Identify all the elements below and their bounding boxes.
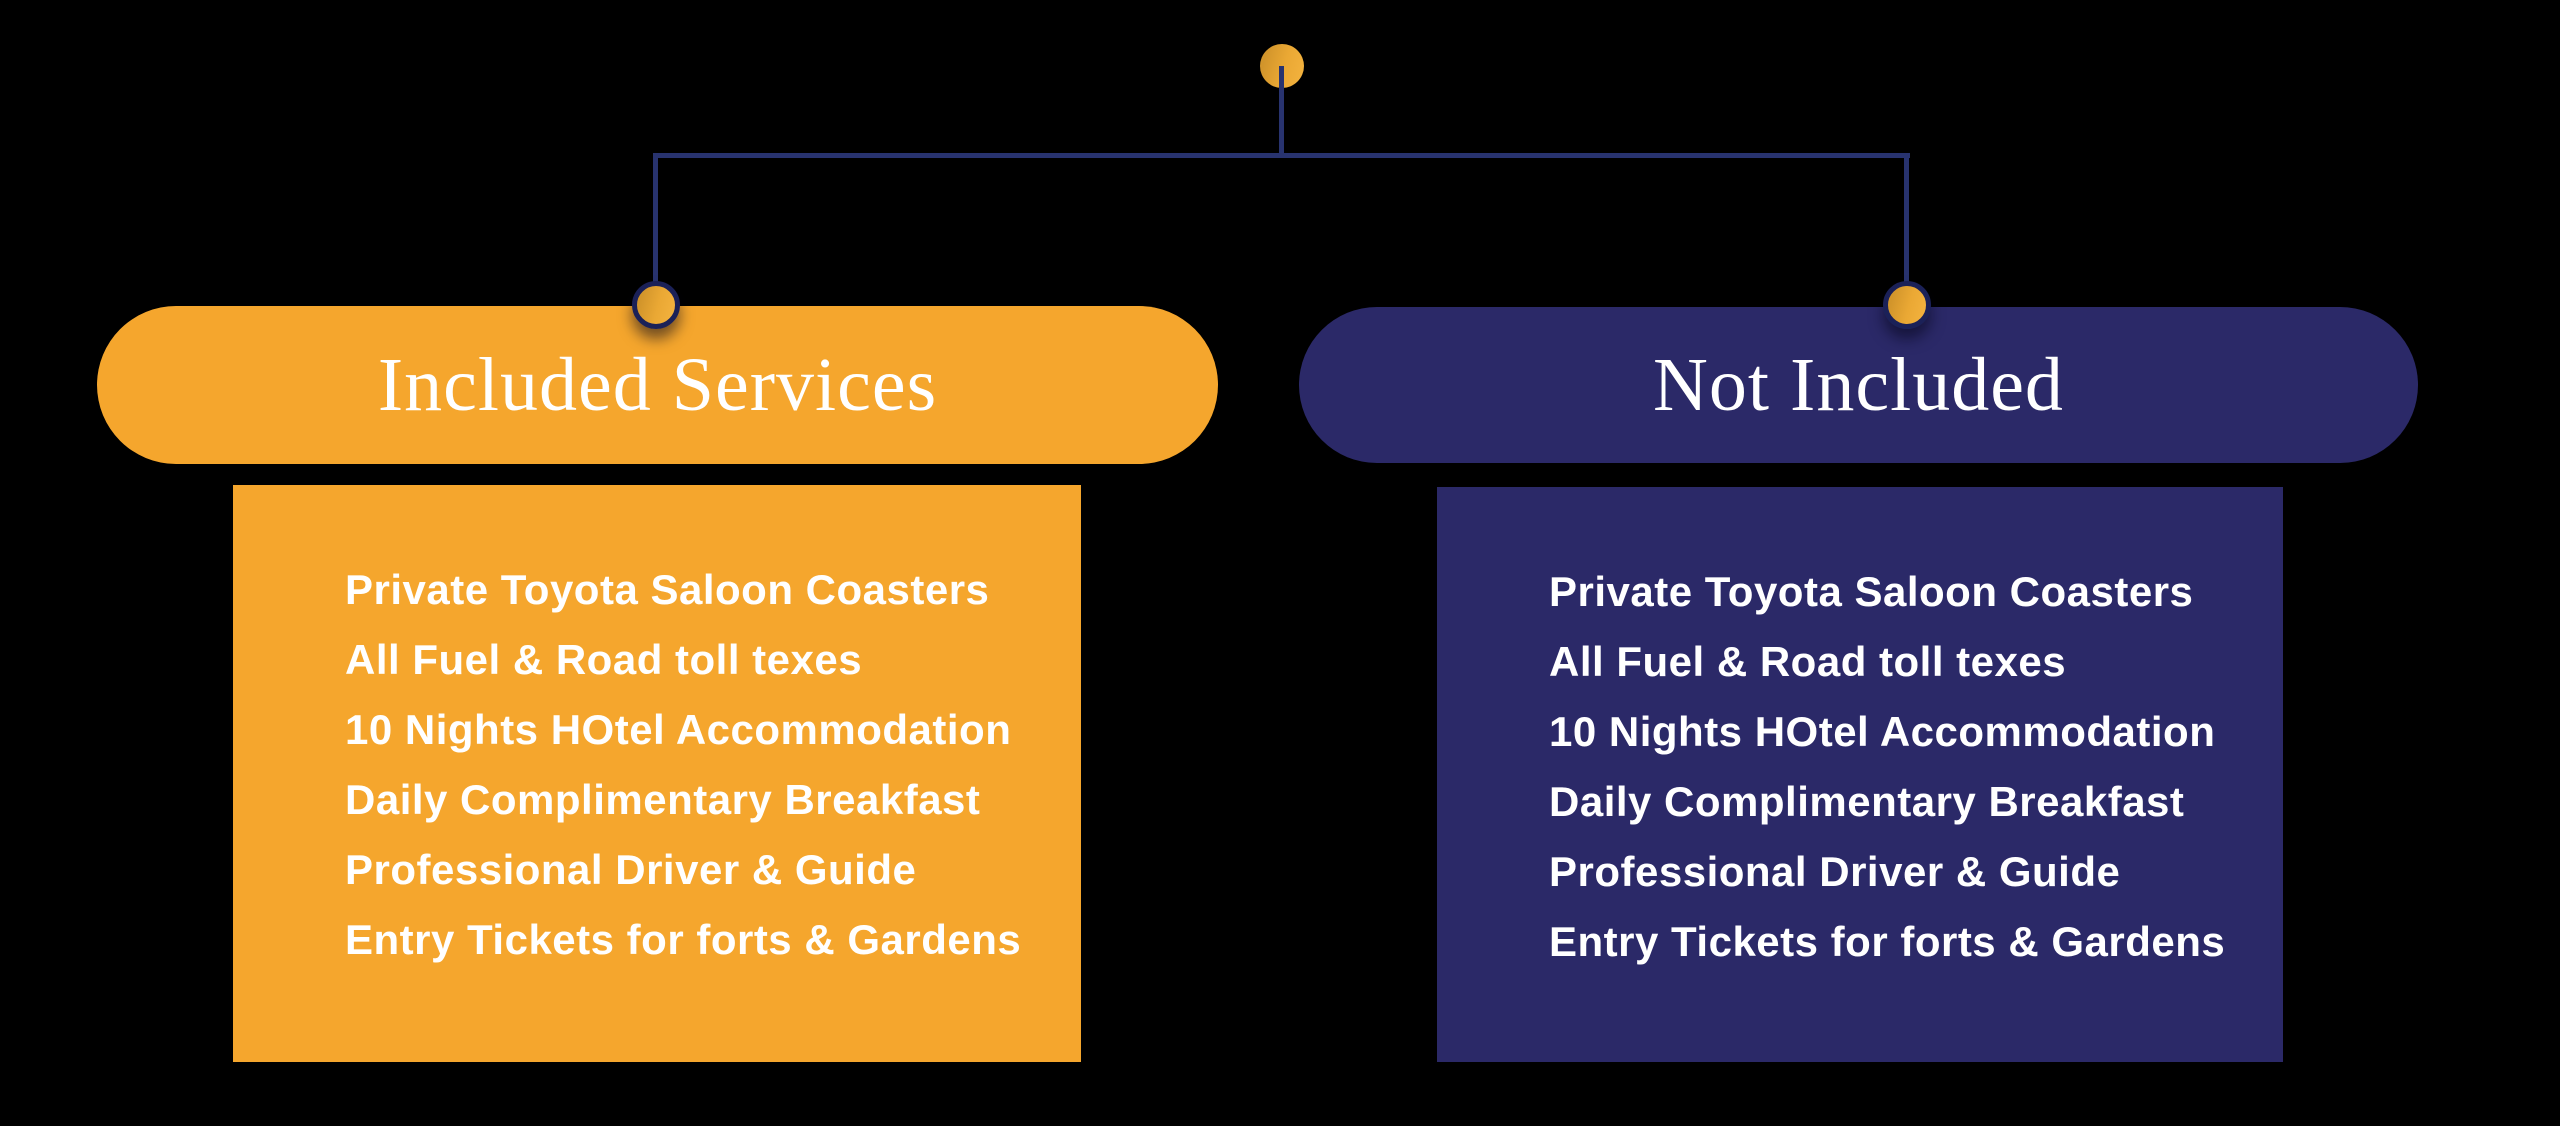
included-services-title: Included Services [377,342,938,427]
list-item: Professional Driver & Guide [345,846,917,893]
included-services-list: Private Toyota Saloon Coasters All Fuel … [233,485,1081,1062]
list-item: Daily Complimentary Breakfast [345,776,981,823]
list-item: Daily Complimentary Breakfast [1549,778,2185,825]
list-item: Private Toyota Saloon Coasters [1549,568,2194,615]
not-included-branch-dot [1883,281,1931,329]
included-services-header: Included Services [97,306,1218,464]
not-included-list: Private Toyota Saloon Coasters All Fuel … [1437,487,2283,1062]
not-included-header: Not Included [1299,307,2418,463]
tree-root-stem-line [1279,66,1284,158]
tree-horizontal-line [653,153,1910,158]
list-item: All Fuel & Road toll texes [345,636,863,683]
list-item: Professional Driver & Guide [1549,848,2121,895]
not-included-title: Not Included [1653,342,2064,427]
included-branch-dot [632,281,680,329]
tree-right-drop-line [1904,155,1909,286]
list-item: 10 Nights HOtel Accommodation [1549,708,2216,755]
list-item: Private Toyota Saloon Coasters [345,566,990,613]
list-item: Entry Tickets for forts & Gardens [1549,918,2226,965]
list-item: All Fuel & Road toll texes [1549,638,2067,685]
tree-left-drop-line [653,155,658,286]
list-item: 10 Nights HOtel Accommodation [345,706,1012,753]
list-item: Entry Tickets for forts & Gardens [345,916,1022,963]
